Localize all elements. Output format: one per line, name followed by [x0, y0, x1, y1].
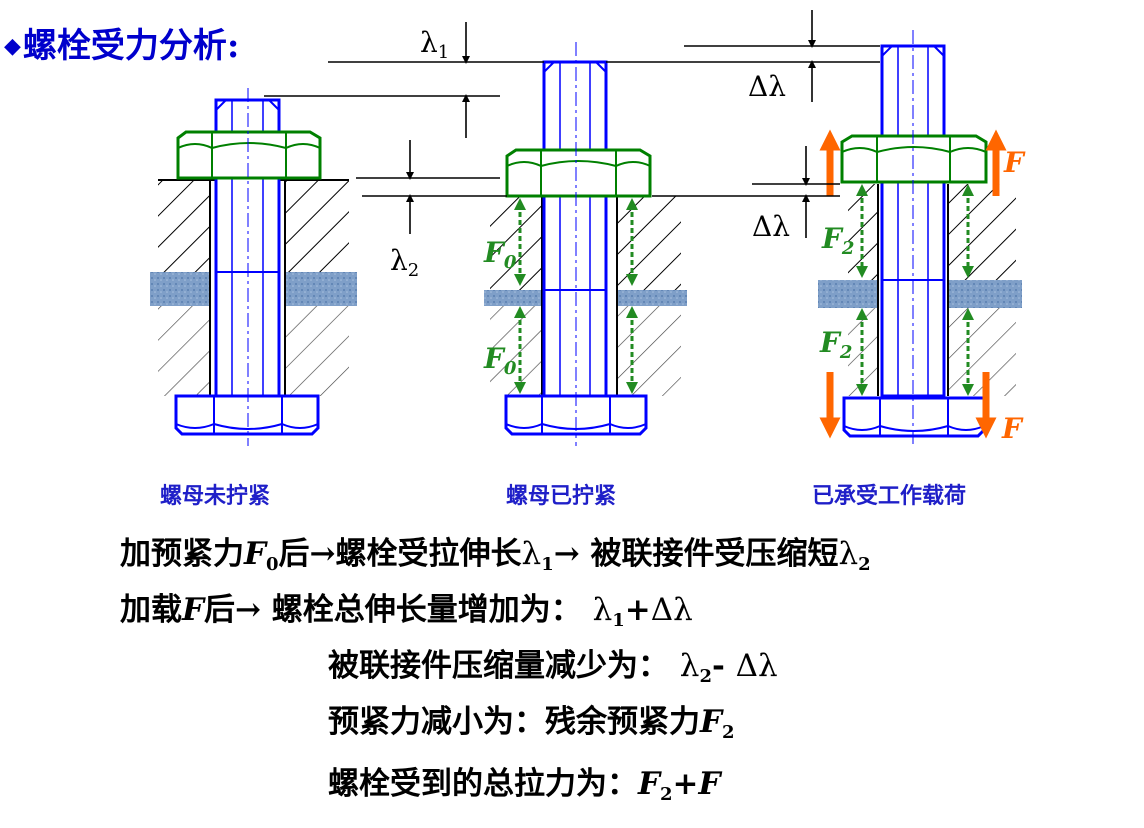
lower-plate-right: [285, 306, 349, 396]
gasket: [484, 290, 542, 306]
bolt-shank: [542, 60, 608, 398]
explanation-line-4: 预紧力减小为：残余预紧力F2: [328, 704, 735, 743]
nut: [176, 130, 322, 180]
diamond-bullet-icon: ◆: [4, 33, 21, 59]
explanation-line-1: 加预紧力F0后→螺栓受拉伸长λ1→ 被联接件受压缩短λ2: [120, 536, 871, 575]
assembly-loaded: [818, 30, 1022, 446]
working-load-arrows: [819, 129, 1007, 439]
gasket-right: [285, 272, 357, 306]
page-title: ◆螺栓受力分析:: [4, 18, 239, 67]
nut: [505, 148, 652, 198]
explanation-line-3: 被联接件压缩量减少为： λ2- Δλ: [328, 648, 778, 687]
F-label-top: F: [1003, 146, 1026, 179]
lower-plate-left: [158, 306, 210, 396]
caption-loaded: 已承受工作载荷: [812, 483, 967, 509]
upper-plate-right: [285, 180, 349, 272]
assembly-tightened: [484, 42, 687, 446]
F-label-bottom: F: [1001, 412, 1024, 445]
title-text: 螺栓受力分析:: [22, 26, 240, 66]
upper-plate-left: [158, 180, 210, 272]
preload-arrows: [514, 198, 638, 394]
lambda2-label: λ2: [390, 244, 419, 281]
residual-preload-arrows: [856, 184, 974, 396]
dimension-lines: [264, 10, 880, 238]
gasket-left: [150, 272, 210, 306]
explanation-line-5: 螺栓受到的总拉力为：F2+F: [328, 766, 721, 805]
nut: [840, 134, 988, 184]
caption-tightened: 螺母已拧紧: [506, 483, 617, 509]
F2-label-lower: F2: [819, 326, 852, 363]
gasket: [818, 280, 878, 308]
delta-lambda-bottom: Δλ: [752, 210, 790, 243]
explanation-line-2: 加载F后→ 螺栓总伸长量增加为： λ1+Δλ: [120, 592, 693, 631]
caption-untightened: 螺母未拧紧: [160, 483, 271, 509]
delta-lambda-top: Δλ: [748, 70, 786, 103]
assembly-untightened: [150, 88, 357, 446]
lambda1-label: λ1: [420, 26, 449, 63]
